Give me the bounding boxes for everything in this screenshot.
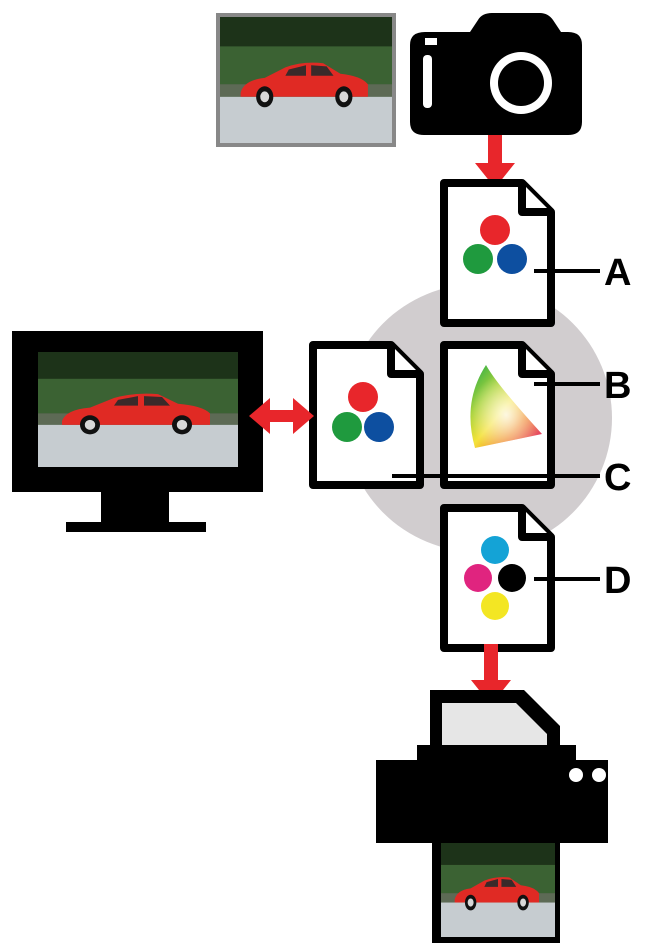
cmyk-color-dots-icon <box>464 536 526 620</box>
arrow-monitor-doc-c <box>249 398 314 434</box>
document-d <box>444 508 551 648</box>
camera-icon <box>410 13 582 135</box>
label-a: A <box>604 252 631 294</box>
label-b: B <box>604 365 631 407</box>
monitor-icon <box>12 331 263 532</box>
callout-a: A <box>534 252 631 294</box>
printer-icon <box>376 690 608 943</box>
callout-d: D <box>534 560 631 602</box>
label-c: C <box>604 457 631 499</box>
document-b <box>444 345 551 485</box>
callout-c: C <box>392 457 631 499</box>
color-gamut-icon <box>470 365 542 448</box>
document-c <box>313 345 420 485</box>
rgb-color-dots-icon <box>332 382 394 442</box>
camera-photo <box>216 13 396 147</box>
callout-b: B <box>534 365 631 407</box>
monitor-screen-photo <box>38 352 238 467</box>
printed-photo <box>441 843 555 937</box>
rgb-color-dots-icon <box>463 215 527 274</box>
arrow-camera-to-doc-a <box>475 135 515 188</box>
label-d: D <box>604 560 631 602</box>
document-a <box>444 183 551 323</box>
